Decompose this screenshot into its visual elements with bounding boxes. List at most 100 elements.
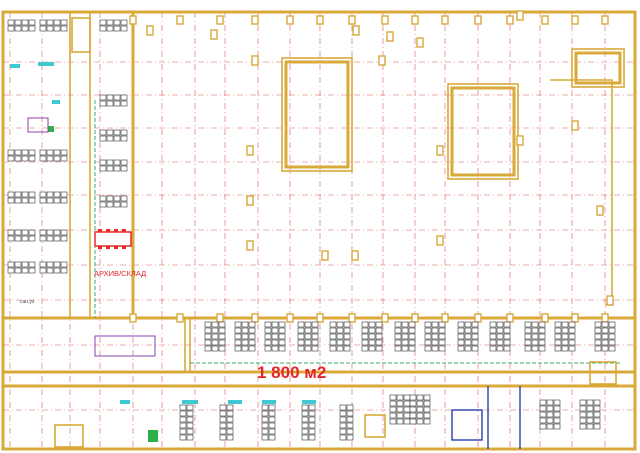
desk [186, 404, 194, 411]
desk [408, 327, 416, 334]
column-post [176, 313, 184, 323]
column-post [474, 313, 482, 323]
desk [553, 417, 561, 424]
desk [14, 19, 22, 26]
desk [304, 333, 312, 340]
desk [423, 400, 431, 407]
desk [120, 165, 128, 172]
desk [113, 159, 121, 166]
desk [39, 261, 47, 268]
column-post [601, 15, 609, 25]
desk [394, 345, 402, 352]
desk [339, 416, 347, 423]
desk [489, 321, 497, 328]
desk [408, 339, 416, 346]
desk [389, 412, 397, 419]
desk [186, 422, 194, 429]
desk [204, 321, 212, 328]
desk [431, 321, 439, 328]
desk [53, 235, 61, 242]
desk [7, 235, 15, 242]
desk [424, 339, 432, 346]
desk [416, 394, 424, 401]
desk [53, 261, 61, 268]
desk [99, 201, 107, 208]
desk [431, 327, 439, 334]
desk [554, 339, 562, 346]
desk [113, 165, 121, 172]
desk [271, 345, 279, 352]
column-post [436, 145, 444, 156]
desk [186, 416, 194, 423]
desk [120, 100, 128, 107]
desk [496, 339, 504, 346]
desk [301, 416, 309, 423]
desk [416, 406, 424, 413]
desk [457, 321, 465, 328]
desk [471, 321, 479, 328]
desk [401, 339, 409, 346]
desk [219, 404, 227, 411]
desk [396, 406, 404, 413]
desk [539, 405, 547, 412]
desk [179, 410, 187, 417]
desk [489, 333, 497, 340]
desk [368, 345, 376, 352]
desk [608, 327, 616, 334]
desk [561, 327, 569, 334]
desk [401, 327, 409, 334]
desk [7, 267, 15, 274]
desk [339, 410, 347, 417]
desk [14, 155, 22, 162]
desk [301, 404, 309, 411]
desk [278, 327, 286, 334]
desk [329, 339, 337, 346]
desk [106, 201, 114, 208]
desk [329, 333, 337, 340]
column-post [474, 15, 482, 25]
desk [21, 25, 29, 32]
desk [375, 339, 383, 346]
desk [471, 327, 479, 334]
desk [424, 321, 432, 328]
desk [538, 345, 546, 352]
desk [99, 100, 107, 107]
desk [594, 339, 602, 346]
column-post [321, 250, 329, 261]
desk [21, 229, 29, 236]
desk [489, 339, 497, 346]
desk [311, 321, 319, 328]
desk [226, 404, 234, 411]
outer-walls [1, 10, 637, 451]
desk [113, 135, 121, 142]
desk [60, 261, 68, 268]
room-fixtures [27, 117, 521, 449]
desk [531, 327, 539, 334]
desk [186, 434, 194, 441]
desk [60, 235, 68, 242]
desk [389, 418, 397, 425]
desk [361, 327, 369, 334]
desk [241, 345, 249, 352]
desk [271, 327, 279, 334]
column-post [348, 313, 356, 323]
desk [553, 399, 561, 406]
desk [401, 345, 409, 352]
desk [394, 333, 402, 340]
column-post [571, 15, 579, 25]
desk [106, 135, 114, 142]
desk [99, 159, 107, 166]
desk [301, 410, 309, 417]
desk [241, 333, 249, 340]
desk [554, 321, 562, 328]
desk [106, 195, 114, 202]
desk [264, 339, 272, 346]
desk [99, 25, 107, 32]
desk [39, 25, 47, 32]
desk [219, 422, 227, 429]
column-post [596, 205, 604, 216]
desk [60, 25, 68, 32]
desk [271, 321, 279, 328]
column-post [516, 135, 524, 146]
desk [524, 345, 532, 352]
